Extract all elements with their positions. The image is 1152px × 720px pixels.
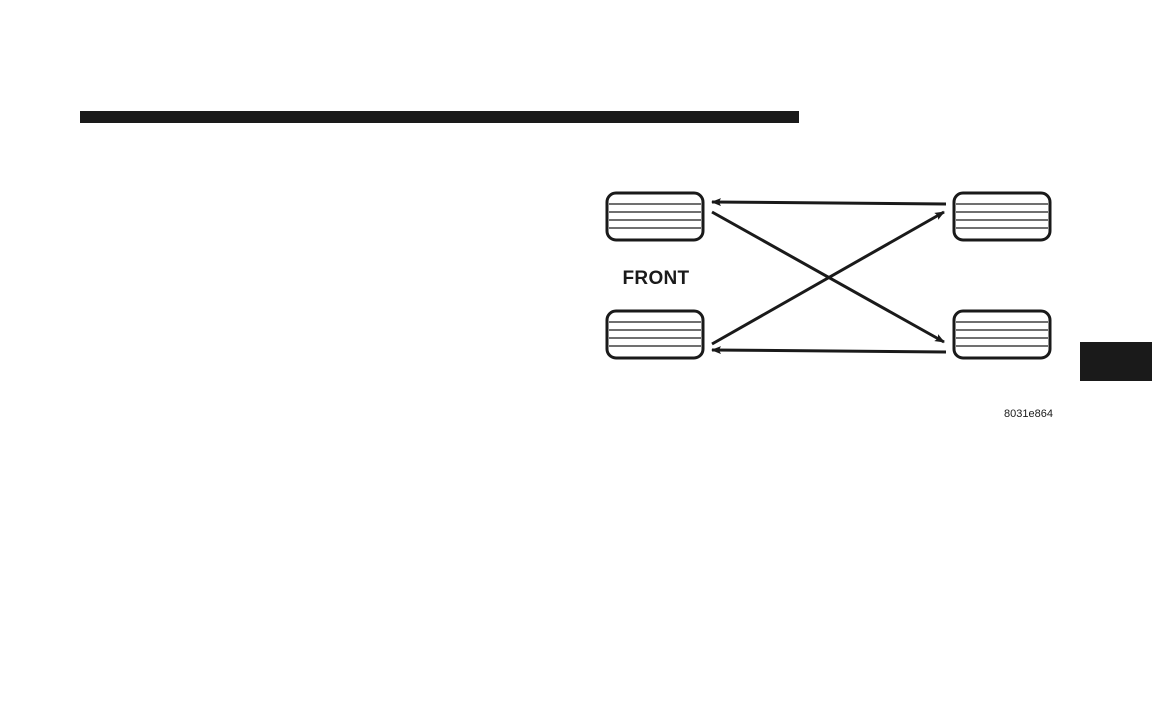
figure-code: 8031e864 bbox=[1004, 408, 1053, 420]
arrow-bottom-horizontal bbox=[712, 350, 946, 352]
tire-front-right-icon bbox=[954, 193, 1050, 240]
arrow-top-horizontal bbox=[712, 202, 946, 204]
tire-rear-left-icon bbox=[607, 311, 703, 358]
tire-rear-right-icon bbox=[954, 311, 1050, 358]
tire-front-left-icon bbox=[607, 193, 703, 240]
front-label: FRONT bbox=[600, 268, 712, 290]
